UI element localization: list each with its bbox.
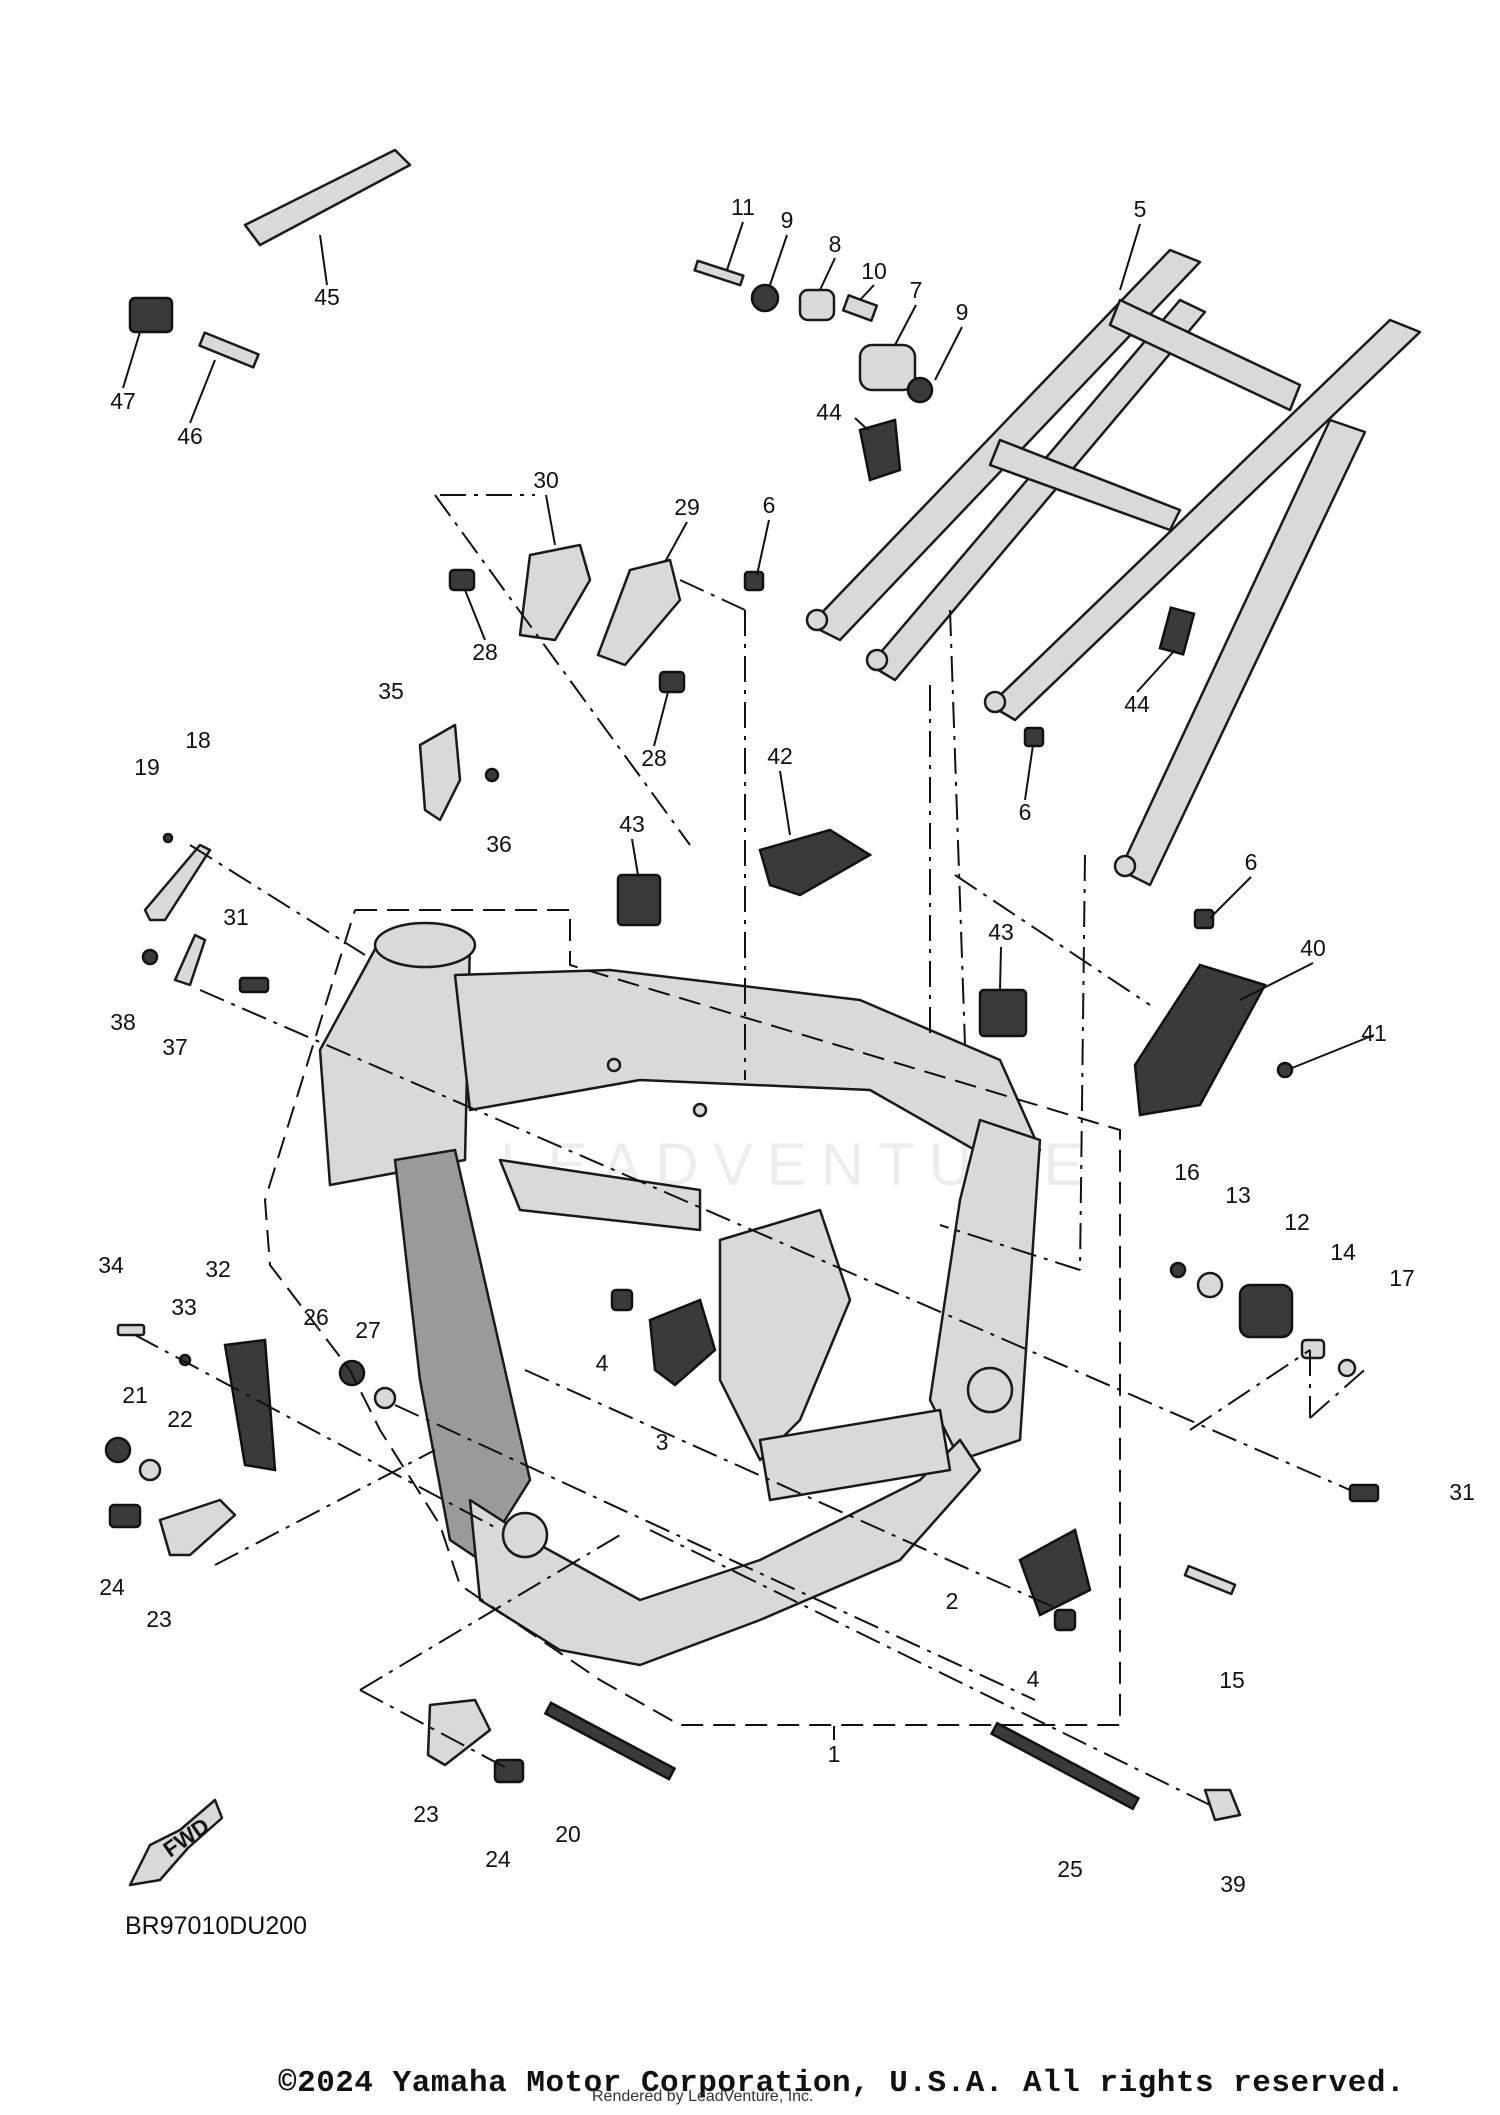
callout-20: 20: [555, 1821, 581, 1847]
callout-2: 2: [946, 1588, 959, 1614]
callout-46: 46: [177, 423, 203, 449]
callout-43: 43: [988, 919, 1014, 945]
callout-45: 45: [314, 284, 340, 310]
callout-3: 3: [656, 1429, 669, 1455]
callout-7: 7: [910, 277, 923, 303]
callout-25: 25: [1057, 1856, 1083, 1882]
rear-subframe: [805, 248, 1422, 887]
callout-40: 40: [1300, 935, 1326, 961]
callout-36: 36: [486, 831, 512, 857]
callout-18: 18: [185, 727, 211, 753]
callout-23: 23: [413, 1801, 439, 1827]
copyright-notice: ©2024 Yamaha Motor Corporation, U.S.A. A…: [278, 2066, 1406, 2101]
callout-19: 19: [134, 754, 160, 780]
callout-6: 6: [1019, 799, 1032, 825]
callout-1: 1: [828, 1741, 841, 1767]
callouts: 1 2 3 4 4 5 6 6 6 7 8 9 9 10 11 12 13 14…: [98, 194, 1475, 1897]
callout-26: 26: [303, 1304, 329, 1330]
main-frame: [318, 921, 1042, 1667]
callout-39: 39: [1220, 1871, 1246, 1897]
callout-11: 11: [731, 194, 755, 220]
callout-5: 5: [1134, 196, 1147, 222]
callout-30: 30: [533, 467, 559, 493]
callout-leaders: [122, 221, 1375, 1069]
callout-21: 21: [122, 1382, 148, 1408]
callout-34: 34: [98, 1252, 124, 1278]
callout-24: 24: [485, 1846, 511, 1872]
callout-4: 4: [596, 1350, 609, 1376]
callout-23: 23: [146, 1606, 172, 1632]
fwd-arrow: FWD: [128, 1798, 224, 1887]
callout-44: 44: [816, 399, 842, 425]
callout-16: 16: [1174, 1159, 1200, 1185]
callout-38: 38: [110, 1009, 136, 1035]
callout-9: 9: [781, 207, 794, 233]
leader-lines: [134, 494, 1371, 1806]
callout-43: 43: [619, 811, 645, 837]
rendered-by-credit: Rendered by LeadVenture, Inc.: [592, 2088, 814, 2105]
callout-41: 41: [1361, 1020, 1387, 1046]
callout-15: 15: [1219, 1667, 1245, 1693]
callout-12: 12: [1284, 1209, 1310, 1235]
callout-32: 32: [205, 1256, 231, 1282]
callout-6: 6: [1245, 849, 1258, 875]
callout-9: 9: [956, 299, 969, 325]
callout-4: 4: [1027, 1666, 1040, 1692]
callout-37: 37: [162, 1034, 188, 1060]
callout-24: 24: [99, 1574, 125, 1600]
callout-33: 33: [171, 1294, 197, 1320]
callout-10: 10: [861, 258, 887, 284]
callout-31: 31: [1449, 1479, 1475, 1505]
callout-22: 22: [167, 1406, 193, 1432]
callout-35: 35: [378, 678, 404, 704]
callout-31: 31: [223, 904, 249, 930]
callout-42: 42: [767, 743, 793, 769]
callout-29: 29: [674, 494, 700, 520]
callout-14: 14: [1330, 1239, 1356, 1265]
callout-6: 6: [763, 492, 776, 518]
callout-47: 47: [110, 388, 136, 414]
callout-44: 44: [1124, 691, 1150, 717]
callout-27: 27: [355, 1317, 381, 1343]
callout-13: 13: [1225, 1182, 1251, 1208]
callout-17: 17: [1389, 1265, 1415, 1291]
callout-28: 28: [472, 639, 498, 665]
callout-8: 8: [829, 231, 842, 257]
callout-28: 28: [641, 745, 667, 771]
diagram-code: BR97010DU200: [125, 1912, 308, 1940]
